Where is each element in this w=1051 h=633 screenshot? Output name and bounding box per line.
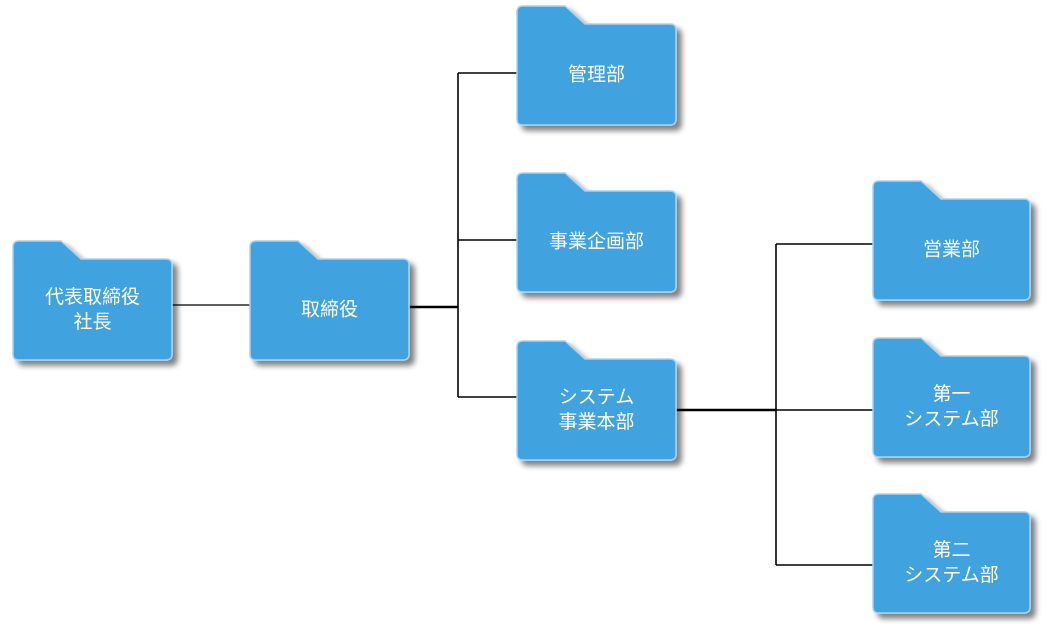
nodes: 代表取締役社長取締役管理部事業企画部システム事業本部営業部第一システム部第二シス… <box>12 5 1031 614</box>
node-label-line: システム部 <box>904 564 998 586</box>
node-system-hq: システム事業本部 <box>516 340 677 461</box>
node-label-line: 代表取締役 <box>45 286 140 308</box>
folder-icon <box>872 180 1031 301</box>
node-label-line: 第二 <box>932 539 970 561</box>
node-label-line: 社長 <box>73 311 111 333</box>
node-label: 管理部 <box>568 63 625 85</box>
folder-icon <box>249 240 410 361</box>
node-label: 取締役 <box>301 298 358 320</box>
node-label-line: 管理部 <box>568 63 625 85</box>
node-label-line: 営業部 <box>923 238 980 260</box>
node-system-2: 第二システム部 <box>872 493 1031 614</box>
node-label: 営業部 <box>923 238 980 260</box>
folder-icon <box>12 240 173 361</box>
node-label-line: 事業企画部 <box>549 230 644 252</box>
node-label: システム事業本部 <box>558 386 634 433</box>
node-ceo: 代表取締役社長 <box>12 240 173 361</box>
node-label-line: 事業本部 <box>558 411 634 433</box>
connectors <box>172 72 873 566</box>
node-label-line: 取締役 <box>301 298 358 320</box>
node-label: 第一システム部 <box>904 383 998 430</box>
node-label: 事業企画部 <box>549 230 644 252</box>
node-admin: 管理部 <box>516 5 677 126</box>
node-label-line: システム部 <box>904 408 998 430</box>
node-planning: 事業企画部 <box>516 172 677 293</box>
node-system-1: 第一システム部 <box>872 337 1031 458</box>
folder-icon <box>872 493 1031 614</box>
node-label-line: 第一 <box>932 383 970 405</box>
folder-icon <box>516 5 677 126</box>
node-label: 第二システム部 <box>904 539 998 586</box>
node-sales: 営業部 <box>872 180 1031 301</box>
node-directors: 取締役 <box>249 240 410 361</box>
node-label: 代表取締役社長 <box>45 286 140 333</box>
folder-icon <box>872 337 1031 458</box>
folder-icon <box>516 340 677 461</box>
folder-icon <box>516 172 677 293</box>
node-label-line: システム <box>559 386 634 408</box>
